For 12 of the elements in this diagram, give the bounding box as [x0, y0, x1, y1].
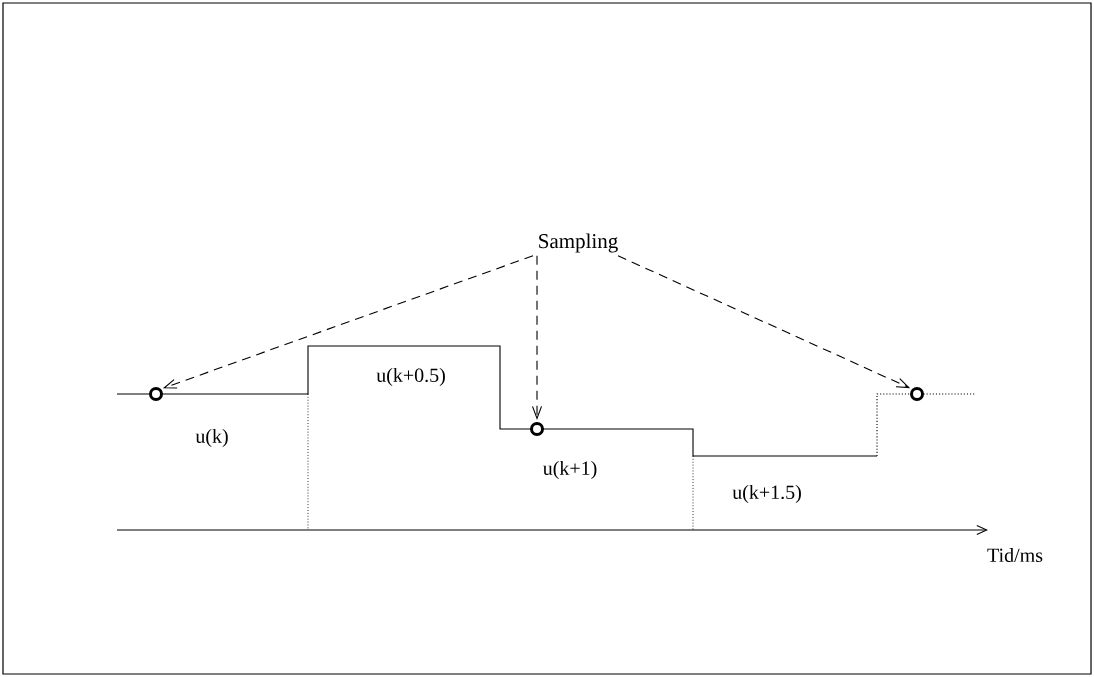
- signal-label: u(k+1.5): [732, 484, 801, 504]
- sampling-label: Sampling: [539, 233, 618, 253]
- signal-label: u(k): [195, 428, 228, 448]
- arrow: [162, 255, 534, 389]
- signal-label: u(k+1): [543, 460, 597, 480]
- arrow: [531, 255, 543, 420]
- sample-point: [530, 422, 544, 436]
- axis-label: Tid/ms: [987, 547, 1043, 563]
- arrow: [617, 255, 911, 389]
- signal-label: u(k+0.5): [376, 367, 445, 387]
- sample-point: [149, 387, 163, 401]
- sample-point: [910, 387, 924, 401]
